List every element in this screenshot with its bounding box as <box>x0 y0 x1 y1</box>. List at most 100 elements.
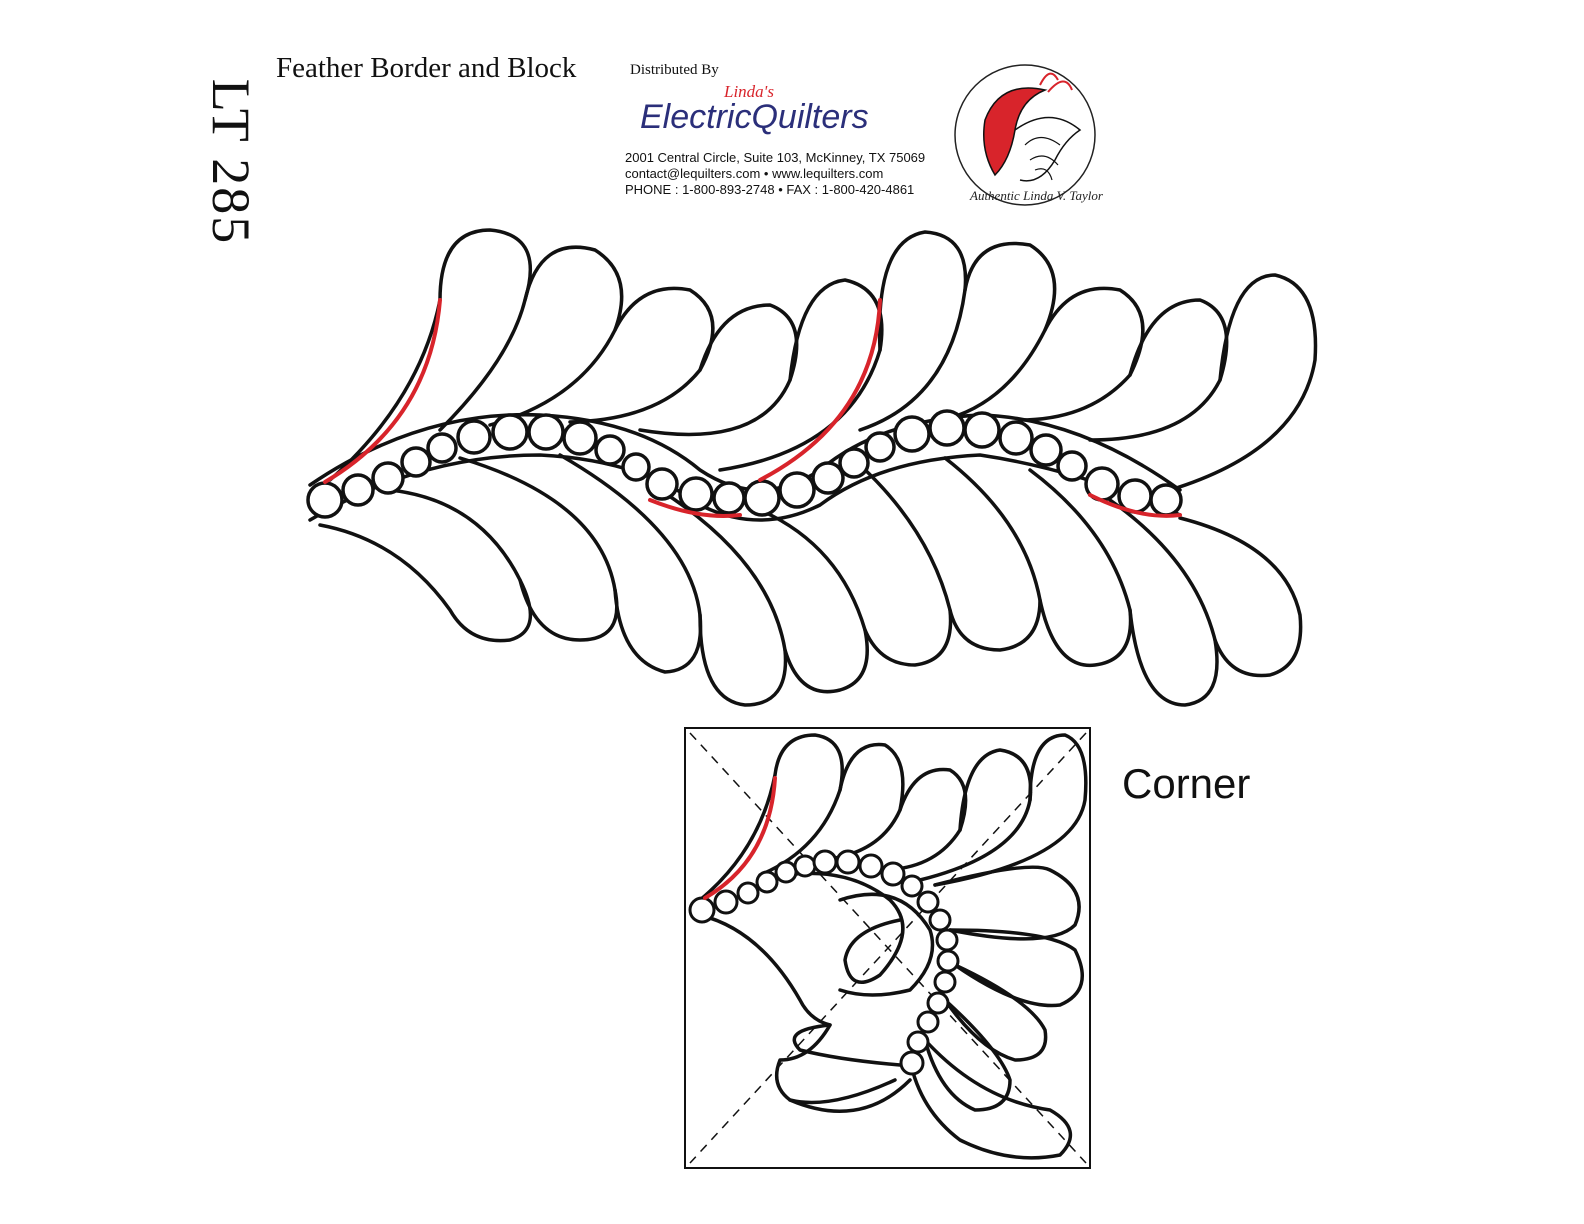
pebble <box>400 446 432 478</box>
start-marker <box>323 298 442 484</box>
brand-script-name: Linda's <box>724 82 774 101</box>
feather-plume <box>1108 498 1219 707</box>
diagonal-guide <box>689 732 1087 1164</box>
feather-plume <box>918 748 1033 882</box>
pebble <box>793 854 817 878</box>
pebble <box>835 849 861 875</box>
pebble <box>928 409 966 447</box>
feather-plume <box>774 1023 897 1105</box>
feather-plume <box>638 303 799 437</box>
feather-plume <box>933 733 1088 887</box>
brand-logo-text: ElectricQuilters <box>640 98 869 136</box>
seal-text: Authentic Linda V. Taylor <box>969 188 1104 203</box>
feather-plume <box>948 928 1084 1008</box>
feather-plume <box>328 228 533 482</box>
pebble <box>864 431 896 463</box>
pebble <box>880 861 906 887</box>
pebble <box>426 432 458 464</box>
start-marker <box>703 776 777 900</box>
pebble <box>688 896 716 924</box>
feather-plume <box>1018 286 1145 422</box>
designer-seal-logo: Authentic Linda V. Taylor <box>954 64 1104 206</box>
start-markers <box>323 298 1182 518</box>
pebble <box>998 420 1034 456</box>
feather-plume <box>943 456 1042 652</box>
pebble <box>1029 433 1063 467</box>
corner-label: Corner <box>1122 760 1251 807</box>
feather-plume <box>878 767 968 872</box>
pebble <box>371 461 405 495</box>
feather-plume <box>943 963 1048 1062</box>
pebble <box>712 481 746 515</box>
feather-border <box>308 228 1318 707</box>
inner-plume <box>758 871 905 985</box>
pebble <box>926 991 950 1015</box>
pebble <box>645 467 679 501</box>
phone-fax-line: PHONE : 1-800-893-2748 • FAX : 1-800-420… <box>625 182 915 197</box>
feather-plume <box>458 456 619 642</box>
feather-plume <box>923 998 1012 1112</box>
feather-plume <box>1168 273 1318 492</box>
pebble <box>306 481 344 519</box>
pebble <box>678 476 714 512</box>
feather-plume <box>698 733 844 902</box>
pebble <box>900 874 924 898</box>
corner-pebbles <box>688 849 960 1076</box>
feather-plume <box>1088 298 1229 442</box>
spine-pebbles <box>306 409 1183 519</box>
distributed-by-label: Distributed By <box>630 62 719 78</box>
feather-plume <box>758 508 869 694</box>
pebble <box>935 928 959 952</box>
feather-spine-lower <box>308 453 1182 522</box>
pebble <box>1149 483 1183 517</box>
pebble <box>933 970 957 994</box>
pebble <box>838 447 870 479</box>
feather-plume <box>858 230 968 432</box>
feather-plume <box>1028 468 1133 668</box>
pebble <box>341 473 375 507</box>
feather-plume <box>818 742 905 862</box>
start-marker <box>758 298 882 482</box>
pebble <box>527 413 565 451</box>
feather-plume <box>933 865 1081 941</box>
pebble <box>936 949 960 973</box>
pebble <box>743 479 781 517</box>
corner-feathers <box>698 733 1088 1160</box>
pebble <box>713 889 739 915</box>
pebble <box>562 420 598 456</box>
feather-plume <box>488 245 624 427</box>
inner-plume <box>838 892 935 997</box>
feather-plume <box>788 1078 912 1113</box>
pebble <box>811 461 845 495</box>
start-marker <box>648 498 742 518</box>
pebble <box>1056 450 1088 482</box>
feather-plume <box>858 463 953 667</box>
pebble <box>906 1030 930 1054</box>
contact-line: contact@lequilters.com • www.lequilters.… <box>625 166 884 181</box>
feather-plume <box>948 241 1057 420</box>
feather-plume <box>1178 516 1303 678</box>
address-line: 2001 Central Circle, Suite 103, McKinney… <box>625 150 926 165</box>
pebble <box>812 849 838 875</box>
corner-block <box>684 727 1091 1169</box>
pebble <box>491 413 529 451</box>
feather-plume <box>318 488 533 643</box>
feather-plume <box>568 286 715 424</box>
pebble <box>621 452 651 482</box>
start-marker <box>1088 493 1182 518</box>
feather-plume <box>908 1038 1073 1160</box>
pebble <box>594 434 626 466</box>
pebble <box>774 860 798 884</box>
pebble <box>456 419 492 455</box>
pebble <box>736 881 760 905</box>
pebble <box>916 890 940 914</box>
corner-frame <box>684 727 1091 1169</box>
feather-plume <box>658 488 788 707</box>
pebble <box>916 1010 940 1034</box>
pattern-title: Feather Border and Block <box>276 52 577 84</box>
pebble <box>858 853 884 879</box>
pebble <box>755 870 779 894</box>
pebble <box>928 908 952 932</box>
pebble <box>893 415 931 453</box>
